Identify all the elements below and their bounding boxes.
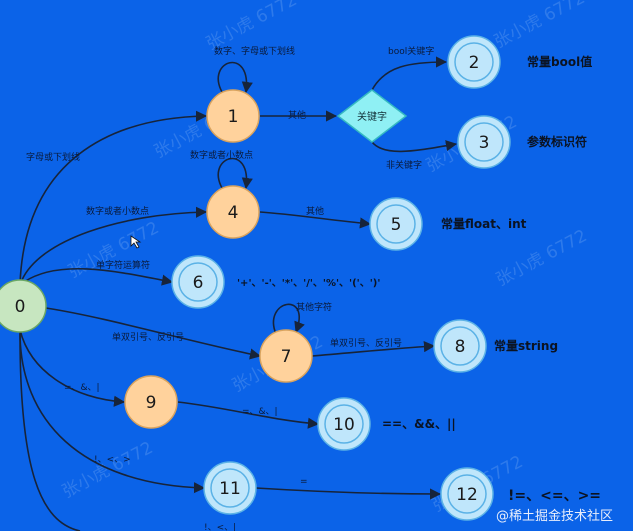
node-keyword-decision[interactable]: 关键字	[336, 89, 408, 143]
node-9-circle	[124, 375, 178, 429]
watermark: 张小虎 6772	[65, 218, 162, 282]
watermark: 张小虎 6772	[491, 0, 588, 52]
edge-label-0-9: =、&、|	[64, 383, 100, 393]
node-5-label: 5	[391, 215, 402, 235]
edge-0-bottom	[19, 333, 81, 531]
edge-4-5	[259, 211, 372, 229]
edge-label-7-8: 单双引号、反引号	[330, 337, 402, 349]
edge-0-6	[23, 267, 174, 286]
node-12-inner	[447, 474, 487, 514]
node-6[interactable]: 6	[171, 255, 225, 309]
node-3[interactable]: 3	[457, 115, 511, 169]
edge-label-9-10: =、&、|	[242, 407, 278, 417]
edge-label-1-keyword: 其他	[288, 109, 306, 121]
edge-label-loop-4: 数字或者小数点	[190, 149, 253, 161]
node-11-label: 11	[219, 479, 241, 499]
node-4[interactable]: 4	[206, 185, 260, 239]
node-8[interactable]: 8	[433, 319, 487, 373]
edge-label-0-11: !、<、>	[94, 455, 131, 465]
nodes: 0 1 4 7 9 关键字 2	[0, 35, 511, 521]
node-4-circle	[206, 185, 260, 239]
node-12[interactable]: 12	[440, 467, 494, 521]
edge-label-keyword-2: bool关键字	[388, 45, 434, 57]
node-11[interactable]: 11	[203, 461, 257, 515]
side-label-3: 参数标识符	[527, 134, 587, 149]
edge-labels: 字母或下划线 数字、字母或下划线 其他 bool关键字 非关键字 数字或者小数点…	[26, 45, 434, 531]
node-10-inner	[324, 404, 364, 444]
edge-label-0-1: 字母或下划线	[26, 151, 80, 163]
edge-label-keyword-3: 非关键字	[386, 159, 422, 171]
node-6-inner	[178, 262, 218, 302]
keyword-diamond	[336, 89, 408, 143]
node-10-label: 10	[333, 415, 355, 435]
side-label-2: 常量bool值	[527, 54, 592, 69]
loop-1	[217, 61, 253, 94]
edge-9-10	[177, 401, 320, 429]
edge-label-0-4: 数字或者小数点	[86, 205, 149, 217]
edge-label-4-5: 其他	[306, 205, 324, 217]
node-7-label: 7	[281, 347, 292, 367]
loop-4	[217, 157, 253, 190]
node-1[interactable]: 1	[206, 89, 260, 143]
side-labels: 常量bool值 参数标识符 常量float、int '+'、'-'、'*'、'/…	[237, 54, 601, 504]
node-7[interactable]: 7	[259, 329, 313, 383]
node-6-label: 6	[193, 273, 204, 293]
node-10[interactable]: 10	[317, 397, 371, 451]
node-4-label: 4	[228, 203, 239, 223]
side-label-5: 常量float、int	[441, 216, 527, 231]
credit-text: @稀土掘金技术社区	[496, 508, 613, 524]
edge-keyword-2	[371, 56, 448, 91]
side-label-6: '+'、'-'、'*'、'/'、'%'、'('、')'	[237, 278, 380, 289]
edge-label-0-6: 单字符运算符	[96, 259, 150, 271]
node-2-label: 2	[469, 53, 480, 73]
edge-keyword-3	[371, 140, 458, 153]
node-1-circle	[206, 89, 260, 143]
node-8-inner	[440, 326, 480, 366]
edges	[19, 56, 458, 531]
side-label-8: 常量string	[494, 338, 558, 353]
node-8-label: 8	[455, 337, 466, 357]
node-7-circle	[259, 329, 313, 383]
node-0[interactable]: 0	[0, 279, 47, 333]
edge-11-12	[255, 487, 442, 500]
node-0-circle	[0, 279, 47, 333]
watermark: 张小虎 6772	[493, 226, 590, 290]
node-1-label: 1	[228, 107, 239, 127]
node-0-label: 0	[15, 297, 26, 317]
edge-label-loop-1: 数字、字母或下划线	[214, 45, 295, 57]
edge-7-8	[311, 341, 436, 357]
edge-label-11-bottom: !、<、|	[204, 523, 236, 531]
node-11-inner	[210, 468, 250, 508]
side-label-12: !=、<=、>=	[508, 488, 601, 504]
keyword-diamond-label: 关键字	[357, 110, 387, 123]
edge-label-11-12: =	[300, 477, 308, 487]
edge-0-11	[19, 331, 206, 494]
node-3-inner	[464, 122, 504, 162]
edge-0-4	[21, 206, 208, 281]
side-label-10: ==、&&、||	[382, 417, 456, 431]
edge-label-loop-7: 其他字符	[296, 301, 332, 313]
edge-0-7	[45, 307, 262, 360]
edge-0-9	[19, 329, 126, 407]
node-2-inner	[454, 42, 494, 82]
node-12-label: 12	[456, 485, 478, 505]
node-5-inner	[376, 204, 416, 244]
loop-7	[272, 303, 305, 335]
node-5[interactable]: 5	[369, 197, 423, 251]
node-2[interactable]: 2	[447, 35, 501, 89]
mouse-cursor-icon	[130, 235, 142, 249]
node-3-label: 3	[479, 133, 490, 153]
node-9[interactable]: 9	[124, 375, 178, 429]
node-9-label: 9	[146, 393, 157, 413]
edge-label-0-7: 单双引号、反引号	[112, 331, 184, 343]
edge-0-1	[19, 110, 208, 285]
